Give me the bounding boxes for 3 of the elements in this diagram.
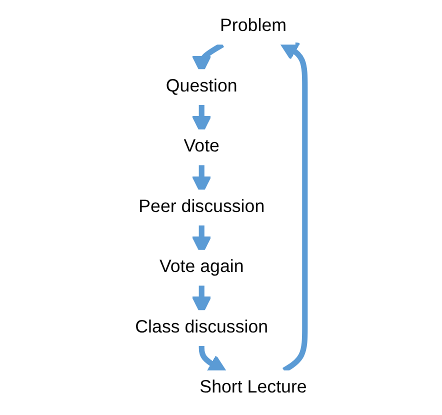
arrow — [279, 41, 308, 373]
node-text: Class discussion — [135, 318, 268, 337]
node-text: Peer discussion — [138, 197, 265, 216]
